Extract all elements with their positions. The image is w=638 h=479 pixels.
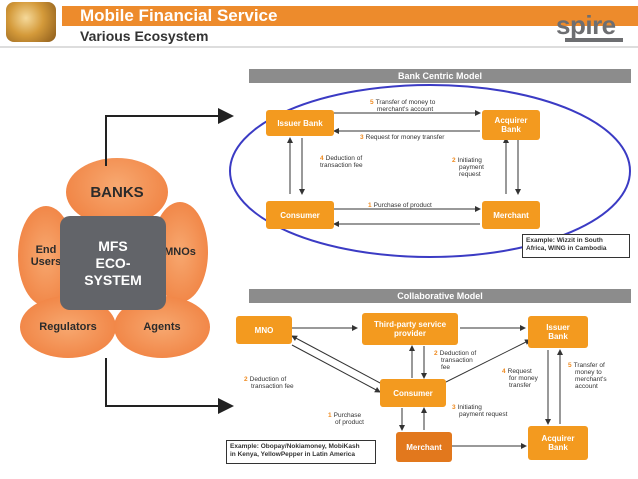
bracket-to-collaborative [105, 358, 234, 414]
co-example-line-1: Example: Obopay/Nokiamoney, MobiKash [230, 443, 360, 450]
co-merchant: Merchant [396, 432, 452, 462]
co-label-2a-line-1: Deduction of [249, 376, 287, 383]
title-bar [62, 6, 638, 26]
co-mno: MNO [236, 316, 292, 344]
header: Mobile Financial Service Various Ecosyst… [0, 0, 638, 48]
co-label-1-line-1: Purchase [333, 412, 362, 419]
page-subtitle: Various Ecosystem [80, 28, 209, 44]
header-divider [0, 46, 638, 48]
bc-label-2-line-2: payment [459, 164, 484, 171]
co-example-box: Example: Obopay/Nokiamoney, MobiKash in … [226, 440, 376, 464]
co-issuer-line-2: Bank [548, 332, 568, 341]
co-num-3: 3 [452, 404, 456, 411]
co-third-party-line-2: provider [393, 329, 426, 338]
bank-centric-title: Bank Centric Model [249, 69, 631, 83]
co-label-3-line-2: payment request [459, 411, 508, 418]
co-issuer-line-1: Issuer [546, 323, 570, 332]
co-acquirer-line-1: Acquirer [541, 434, 575, 443]
co-num-4: 4 [502, 368, 506, 375]
center-line-1: MFS [98, 237, 128, 254]
center-line-2: ECO- [95, 254, 131, 271]
end-users-line-2: Users [30, 256, 62, 268]
co-label-2b-line-3: fee [441, 364, 451, 371]
bc-consumer: Consumer [266, 201, 334, 229]
bc-label-2-line-3: request [459, 171, 481, 178]
co-label-2a-line-2: transaction fee [251, 383, 294, 390]
bracket-to-bank-centric [105, 108, 234, 166]
bc-num-5: 5 [370, 99, 374, 106]
co-label-1-line-2: of product [335, 419, 364, 426]
bc-num-2: 2 [452, 157, 456, 164]
bc-label-1-text: Purchase of product [373, 202, 432, 209]
bc-num-1: 1 [368, 202, 372, 209]
bc-label-4-line-2: transaction fee [320, 162, 363, 169]
spire-logo: spire [556, 10, 616, 40]
co-third-party-line-1: Third-party service [373, 320, 447, 329]
co-consumer: Consumer [380, 379, 446, 407]
bc-example-line-1: Example: Wizzit in South [526, 237, 603, 244]
co-num-2a: 2 [244, 376, 248, 383]
co-label-3-line-1: Initiating [457, 404, 482, 411]
bc-acquirer-line-2: Bank [501, 125, 521, 134]
co-label-4-line-3: transfer [509, 382, 532, 389]
bc-label-5-line-2: merchant's account [377, 106, 434, 113]
co-num-1: 1 [328, 412, 332, 419]
co-label-2b-line-1: Deduction of [439, 350, 477, 357]
end-users-line-1: End [35, 244, 57, 256]
co-num-5: 5 [568, 362, 572, 369]
center-line-3: SYSTEM [84, 271, 142, 288]
bc-issuer-bank: Issuer Bank [266, 110, 334, 136]
petal-banks: BANKS [66, 158, 168, 226]
bc-label-4-line-1: Deduction of [325, 155, 363, 162]
bc-merchant: Merchant [482, 201, 540, 229]
co-label-5-line-1: Transfer of [573, 362, 605, 369]
co-label-4-line-2: for money [509, 375, 538, 382]
globe-icon [6, 2, 56, 42]
bc-example-box: Example: Wizzit in South Africa, WING in… [522, 234, 630, 258]
page-title: Mobile Financial Service [80, 6, 278, 25]
co-label-5-line-4: account [575, 383, 598, 390]
mfs-ecosystem-center: MFS ECO- SYSTEM [60, 216, 166, 310]
co-label-5-line-3: merchant's [575, 376, 607, 383]
co-label-2b-line-2: transaction [441, 357, 473, 364]
co-acquirer-line-2: Bank [548, 443, 568, 452]
collaborative-title: Collaborative Model [249, 289, 631, 303]
bc-acquirer-line-1: Acquirer [494, 116, 528, 125]
co-example-line-2: in Kenya, YellowPepper in Latin America [230, 451, 355, 458]
bc-label-2-line-1: Initiating [457, 157, 482, 164]
bc-label-3-text: Request for money transfer [365, 134, 445, 141]
co-label-5-line-2: money to [575, 369, 602, 376]
co-num-2b: 2 [434, 350, 438, 357]
logo-underline [565, 38, 623, 42]
bc-example-line-2: Africa, WING in Cambodia [526, 245, 607, 252]
co-label-4-line-1: Request [507, 368, 532, 375]
bc-num-3: 3 [360, 134, 364, 141]
bank-centric-ellipse [229, 84, 631, 258]
bc-label-5-line-1: Transfer of money to [375, 99, 436, 106]
bc-num-4: 4 [320, 155, 324, 162]
